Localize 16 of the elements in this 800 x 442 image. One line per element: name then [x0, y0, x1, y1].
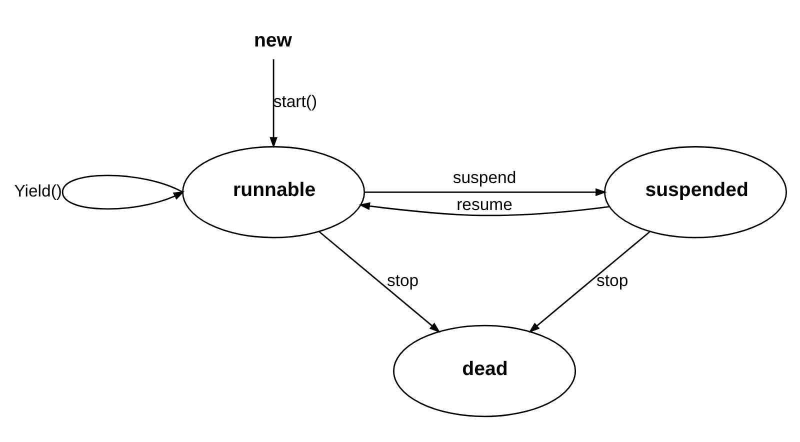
arrow: [364, 188, 607, 196]
arrow: [270, 58, 278, 148]
arrow: [318, 230, 440, 332]
edge-label: stop: [596, 270, 628, 290]
edge-label: Yield(): [14, 180, 62, 200]
node-text: new: [254, 28, 292, 51]
arrow: [62, 174, 185, 210]
node-ellipse: runnable: [182, 146, 366, 238]
arrow: [358, 202, 610, 216]
arrow: [528, 230, 650, 332]
node-ellipse: suspended: [604, 146, 788, 238]
edge-label: stop: [386, 270, 419, 290]
edge-label: resume: [456, 194, 512, 214]
edge-label: start(): [273, 92, 318, 111]
node-ellipse: dead: [393, 324, 576, 417]
edge-label: suspend: [452, 168, 516, 187]
